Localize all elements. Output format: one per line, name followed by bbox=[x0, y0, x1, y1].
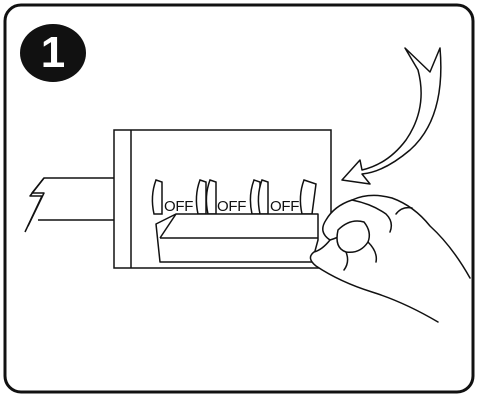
hand-icon bbox=[309, 194, 471, 323]
switch-label-off: OFF bbox=[217, 198, 246, 215]
step-number: 1 bbox=[40, 28, 66, 77]
curved-arrow-icon bbox=[341, 47, 442, 185]
cable-icon bbox=[24, 177, 122, 233]
switch-label-off: OFF bbox=[270, 198, 299, 215]
numbered-circle-icon: 1 bbox=[20, 24, 86, 82]
switch-bank-bar bbox=[155, 213, 319, 263]
switch-label-off: OFF bbox=[164, 198, 193, 215]
